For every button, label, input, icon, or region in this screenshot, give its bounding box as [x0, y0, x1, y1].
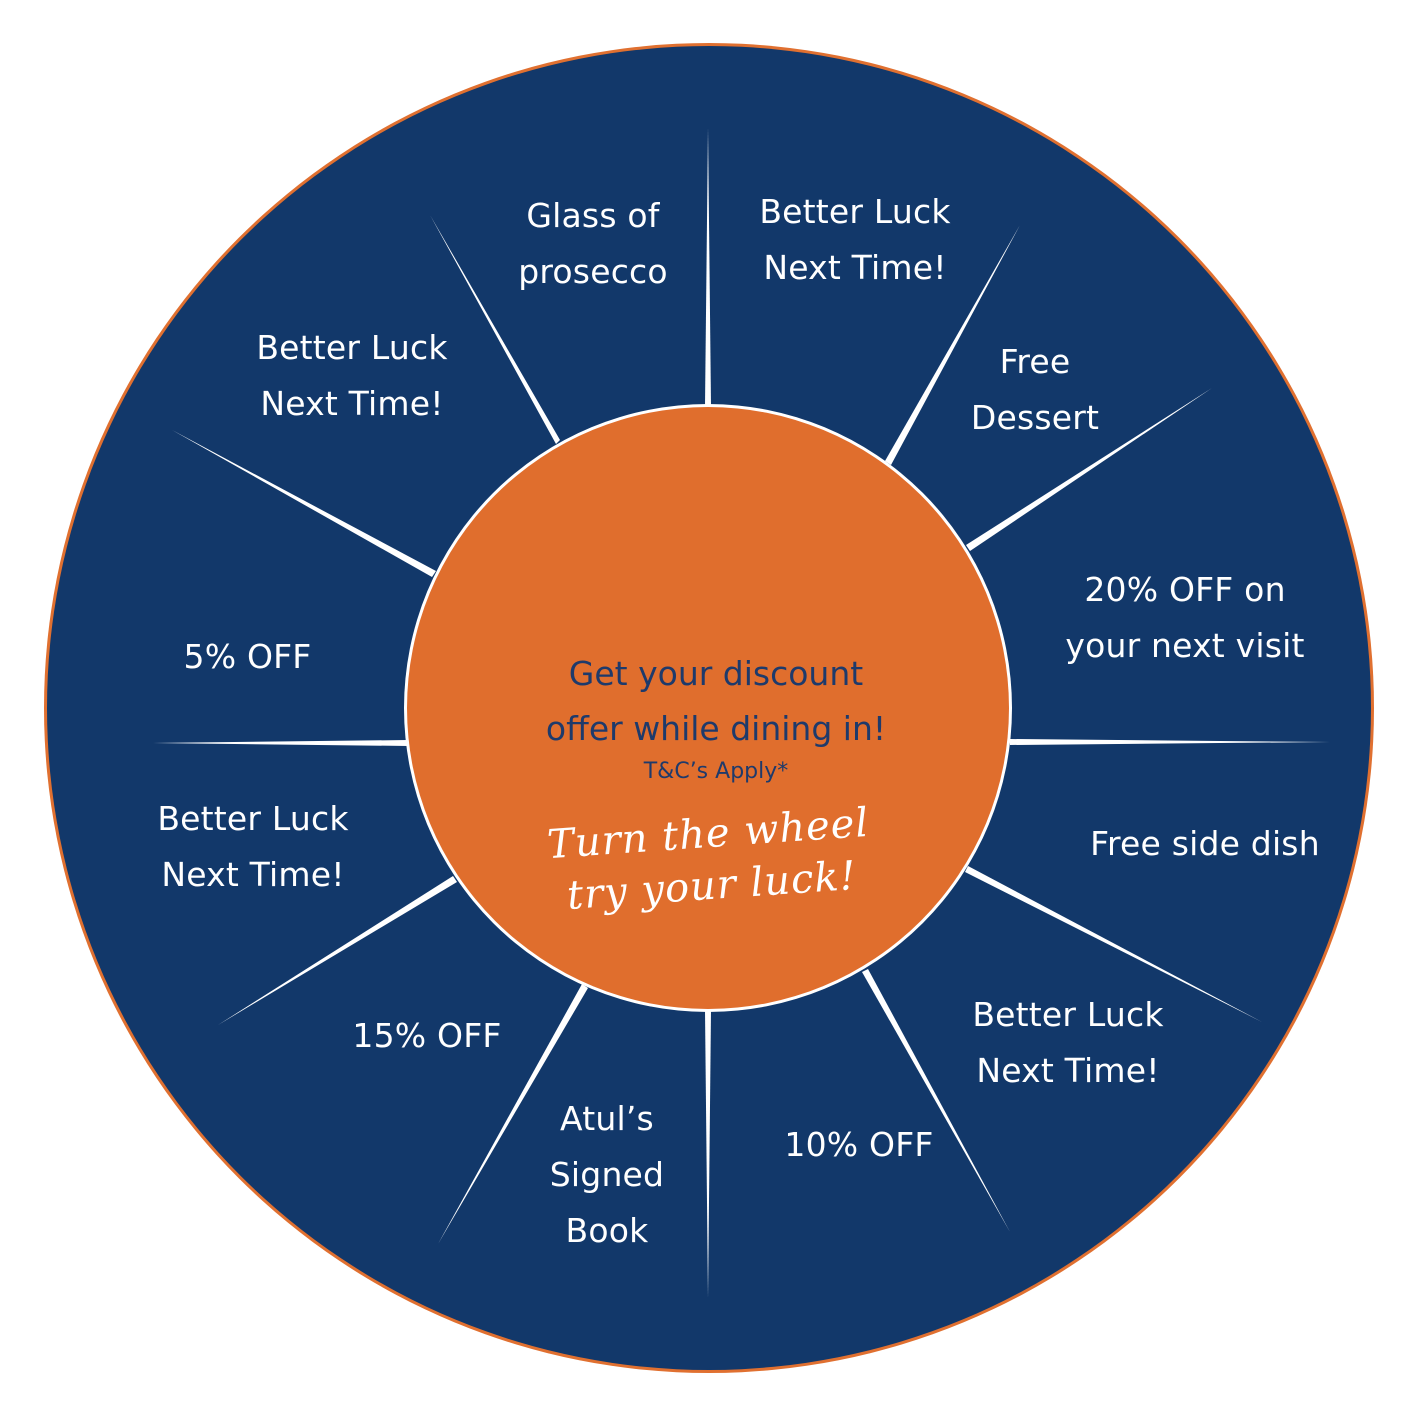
divider-line [966, 388, 1212, 551]
segment-label-atuls-signed-book: Atul’s Signed Book [549, 1099, 665, 1250]
segment-dividers [153, 128, 1330, 1298]
terms-and-conditions: T&C’s Apply* [643, 759, 789, 784]
divider-line [218, 876, 457, 1025]
segment-label-glass-of-prosecco: Glass of prosecco [518, 196, 668, 291]
divider-line [862, 969, 1010, 1232]
divider-line [153, 740, 408, 746]
segment-label-better-luck-2: Better Luck Next Time! [972, 995, 1164, 1090]
segment-label-better-luck-1: Better Luck Next Time! [759, 192, 951, 287]
divider-line [705, 1010, 711, 1298]
spin-hub[interactable] [407, 407, 1009, 1009]
divider-line [430, 215, 560, 444]
segment-label-free-side-dish: Free side dish [1090, 824, 1320, 863]
divider-line [705, 128, 711, 406]
segment-label-20-off-next-visit: 20% OFF on your next visit [1065, 570, 1305, 665]
hub-headline: Get your discount offer while dining in! [545, 654, 887, 748]
segment-label-free-dessert: Free Dessert [970, 342, 1100, 437]
segment-label-5-off: 5% OFF [183, 637, 312, 676]
segment-label-better-luck-3: Better Luck Next Time! [157, 799, 349, 894]
divider-line [438, 984, 588, 1244]
segment-label-15-off: 15% OFF [352, 1016, 502, 1055]
divider-line [965, 866, 1262, 1022]
segment-label-better-luck-4: Better Luck Next Time! [256, 328, 448, 423]
divider-line [172, 430, 436, 577]
divider-line [885, 225, 1020, 465]
divider-line [1010, 739, 1330, 745]
segment-label-10-off: 10% OFF [784, 1125, 934, 1164]
